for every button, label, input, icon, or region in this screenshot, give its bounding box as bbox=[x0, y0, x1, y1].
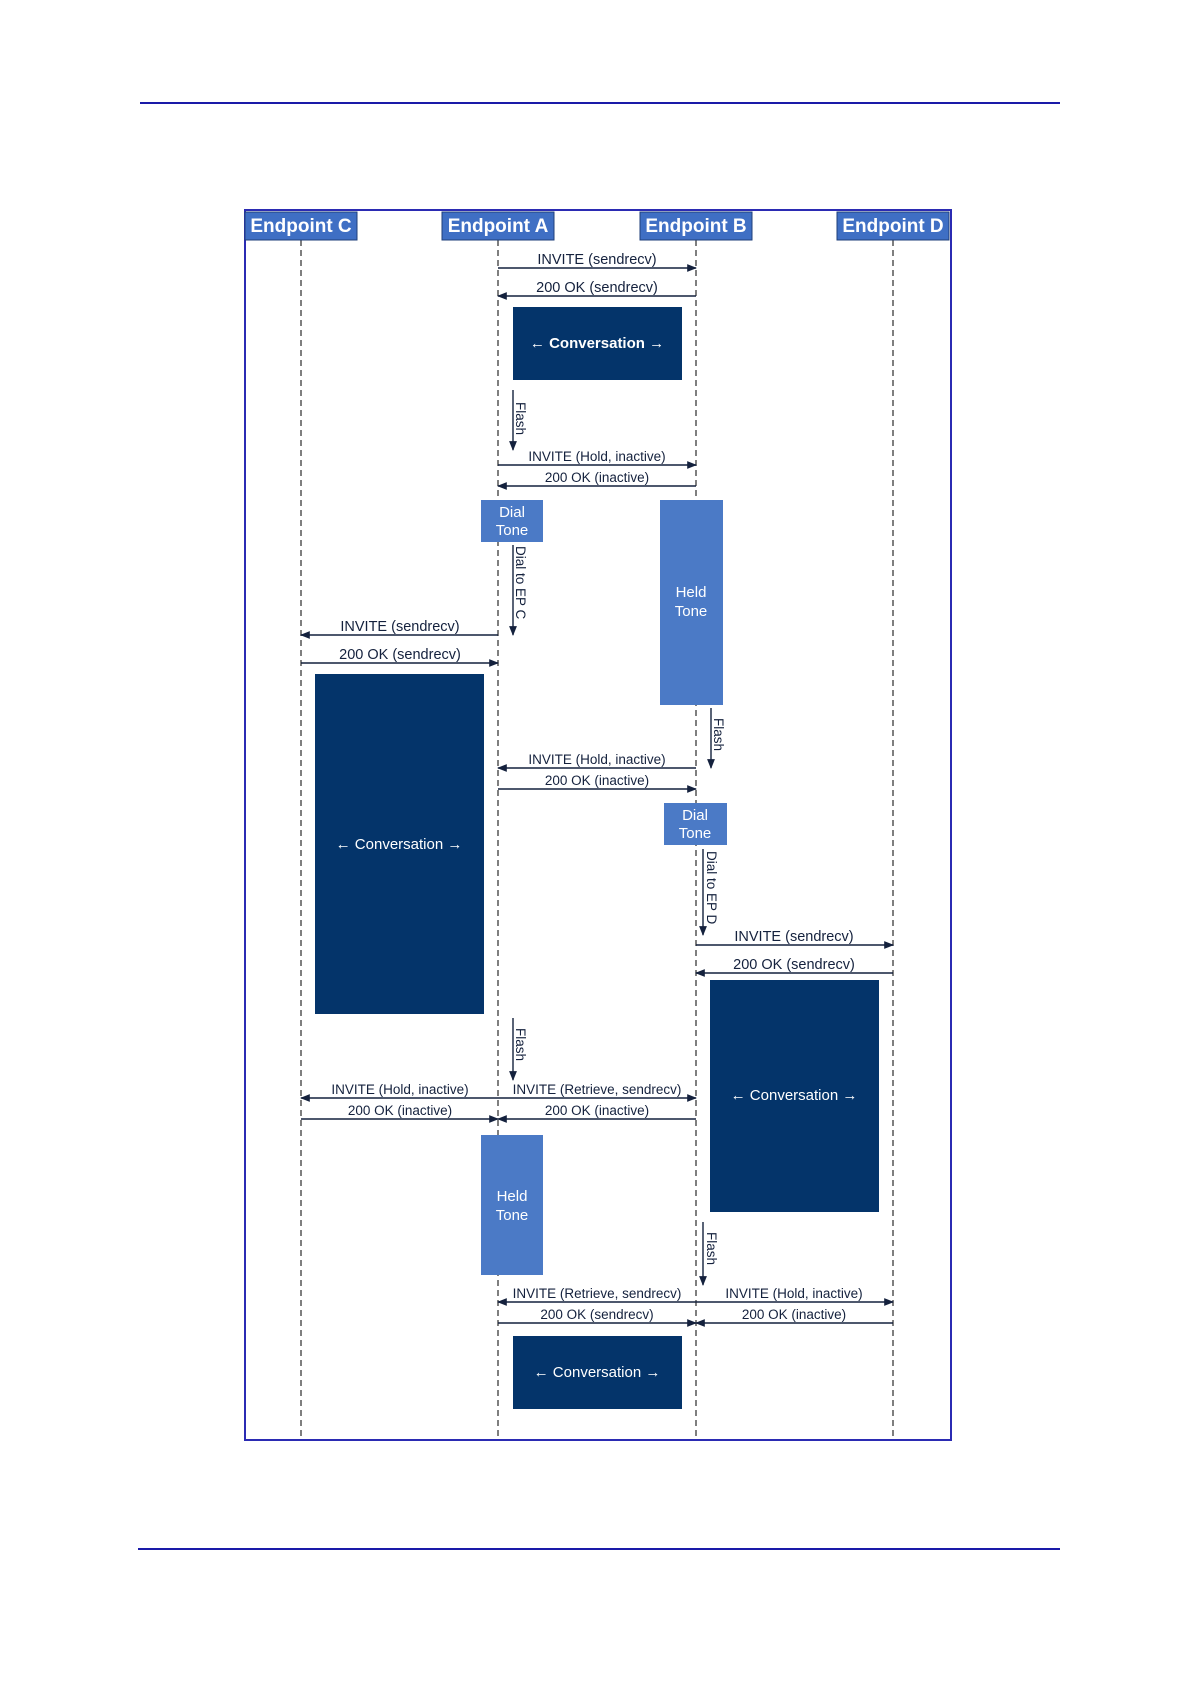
msg-m14: 200 OK (inactive) bbox=[545, 1103, 649, 1118]
dial-tone-block-b: Dial Tone bbox=[664, 803, 727, 845]
msg-m7: INVITE (Hold, inactive) bbox=[528, 752, 665, 767]
conversation-label: ← Conversation → bbox=[530, 335, 664, 352]
header-rule bbox=[140, 102, 1060, 104]
dial-tone-block-a: Dial Tone bbox=[481, 500, 543, 542]
msg-m10: 200 OK (sendrecv) bbox=[733, 957, 855, 973]
endpoint-a-header: Endpoint A bbox=[441, 211, 555, 241]
endpoint-d-label: Endpoint D bbox=[842, 216, 943, 237]
conversation-label: ← Conversation → bbox=[534, 1364, 661, 1381]
endpoint-c-label: Endpoint C bbox=[250, 216, 352, 237]
msg-m2: 200 OK (sendrecv) bbox=[536, 280, 658, 296]
endpoint-d-header: Endpoint D bbox=[836, 211, 950, 241]
msg-m11: INVITE (Hold, inactive) bbox=[331, 1082, 468, 1097]
flash-label: Flash bbox=[513, 1028, 528, 1061]
held-tone-line-2: Tone bbox=[675, 603, 708, 620]
conversation-block-a-b-2: ← Conversation → bbox=[513, 1336, 682, 1409]
conversation-label: ← Conversation → bbox=[336, 836, 463, 853]
conversation-block-a-b-1: ← Conversation → bbox=[513, 307, 682, 380]
endpoint-b-header: Endpoint B bbox=[639, 211, 753, 241]
dial-tone-line-1: Dial bbox=[682, 807, 708, 824]
msg-m13: INVITE (Retrieve, sendrecv) bbox=[513, 1082, 682, 1097]
msg-m6: 200 OK (sendrecv) bbox=[339, 647, 461, 663]
held-tone-line-1: Held bbox=[676, 584, 707, 601]
endpoint-b-label: Endpoint B bbox=[645, 216, 746, 237]
msg-m5: INVITE (sendrecv) bbox=[340, 619, 459, 635]
footer-rule bbox=[138, 1548, 1060, 1550]
msg-m4: 200 OK (inactive) bbox=[545, 470, 649, 485]
held-tone-line-1: Held bbox=[497, 1188, 528, 1205]
flash-label: Flash bbox=[711, 718, 726, 751]
msg-m3: INVITE (Hold, inactive) bbox=[528, 449, 665, 464]
conversation-label: ← Conversation → bbox=[731, 1087, 858, 1104]
conversation-block-c-a: ← Conversation → bbox=[315, 674, 484, 1014]
msg-m15: INVITE (Retrieve, sendrecv) bbox=[513, 1286, 682, 1301]
conversation-block-b-d: ← Conversation → bbox=[710, 980, 879, 1212]
dial-tone-line-1: Dial bbox=[499, 504, 525, 521]
dial-tone-line-2: Tone bbox=[679, 825, 712, 842]
endpoint-c-header: Endpoint C bbox=[244, 211, 358, 241]
msg-m18: 200 OK (inactive) bbox=[742, 1307, 846, 1322]
flash-label: Flash bbox=[704, 1232, 719, 1265]
msg-m17: INVITE (Hold, inactive) bbox=[725, 1286, 862, 1301]
msg-m8: 200 OK (inactive) bbox=[545, 773, 649, 788]
held-tone-block-b: Held Tone bbox=[660, 500, 723, 705]
held-tone-block-a: Held Tone bbox=[481, 1135, 543, 1275]
held-tone-line-2: Tone bbox=[496, 1207, 529, 1224]
flash-label: Flash bbox=[513, 402, 528, 435]
dial-ep-d-label: Dial to EP D bbox=[704, 851, 719, 925]
msg-m12: 200 OK (inactive) bbox=[348, 1103, 452, 1118]
dial-ep-c-label: Dial to EP C bbox=[513, 546, 528, 620]
msg-m16: 200 OK (sendrecv) bbox=[540, 1307, 653, 1322]
dial-tone-line-2: Tone bbox=[496, 522, 529, 539]
msg-m1: INVITE (sendrecv) bbox=[537, 252, 656, 268]
endpoint-a-label: Endpoint A bbox=[448, 216, 549, 237]
msg-m9: INVITE (sendrecv) bbox=[734, 929, 853, 945]
